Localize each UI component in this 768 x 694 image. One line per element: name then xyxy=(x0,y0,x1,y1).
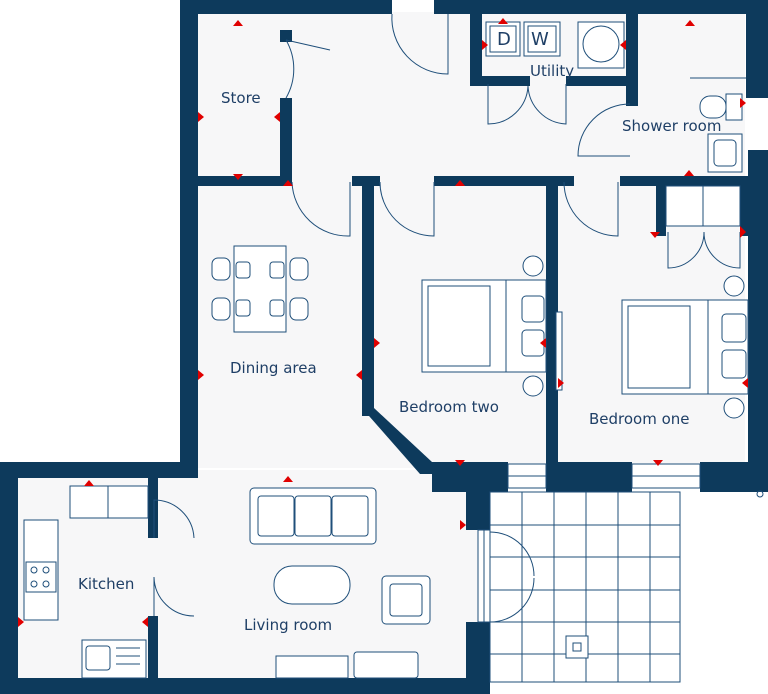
label-dishwasher: D xyxy=(497,29,511,50)
furniture xyxy=(23,21,749,679)
windows xyxy=(477,463,701,623)
label-shower-room: Shower room xyxy=(622,117,721,135)
label-dining-area: Dining area xyxy=(230,359,317,377)
label-bedroom-two: Bedroom two xyxy=(399,398,499,416)
label-bedroom-one: Bedroom one xyxy=(589,410,690,428)
label-living-room: Living room xyxy=(244,616,332,634)
floor-area xyxy=(18,12,745,680)
label-utility: Utility xyxy=(530,62,574,80)
label-washer: W xyxy=(531,29,549,50)
label-kitchen: Kitchen xyxy=(78,575,134,593)
edge-dot xyxy=(756,490,764,498)
patio xyxy=(489,491,681,683)
markers xyxy=(18,18,748,627)
doors xyxy=(153,13,741,623)
label-store: Store xyxy=(221,89,261,107)
room-labels: Store Utility Shower room Dining area Be… xyxy=(78,29,721,634)
